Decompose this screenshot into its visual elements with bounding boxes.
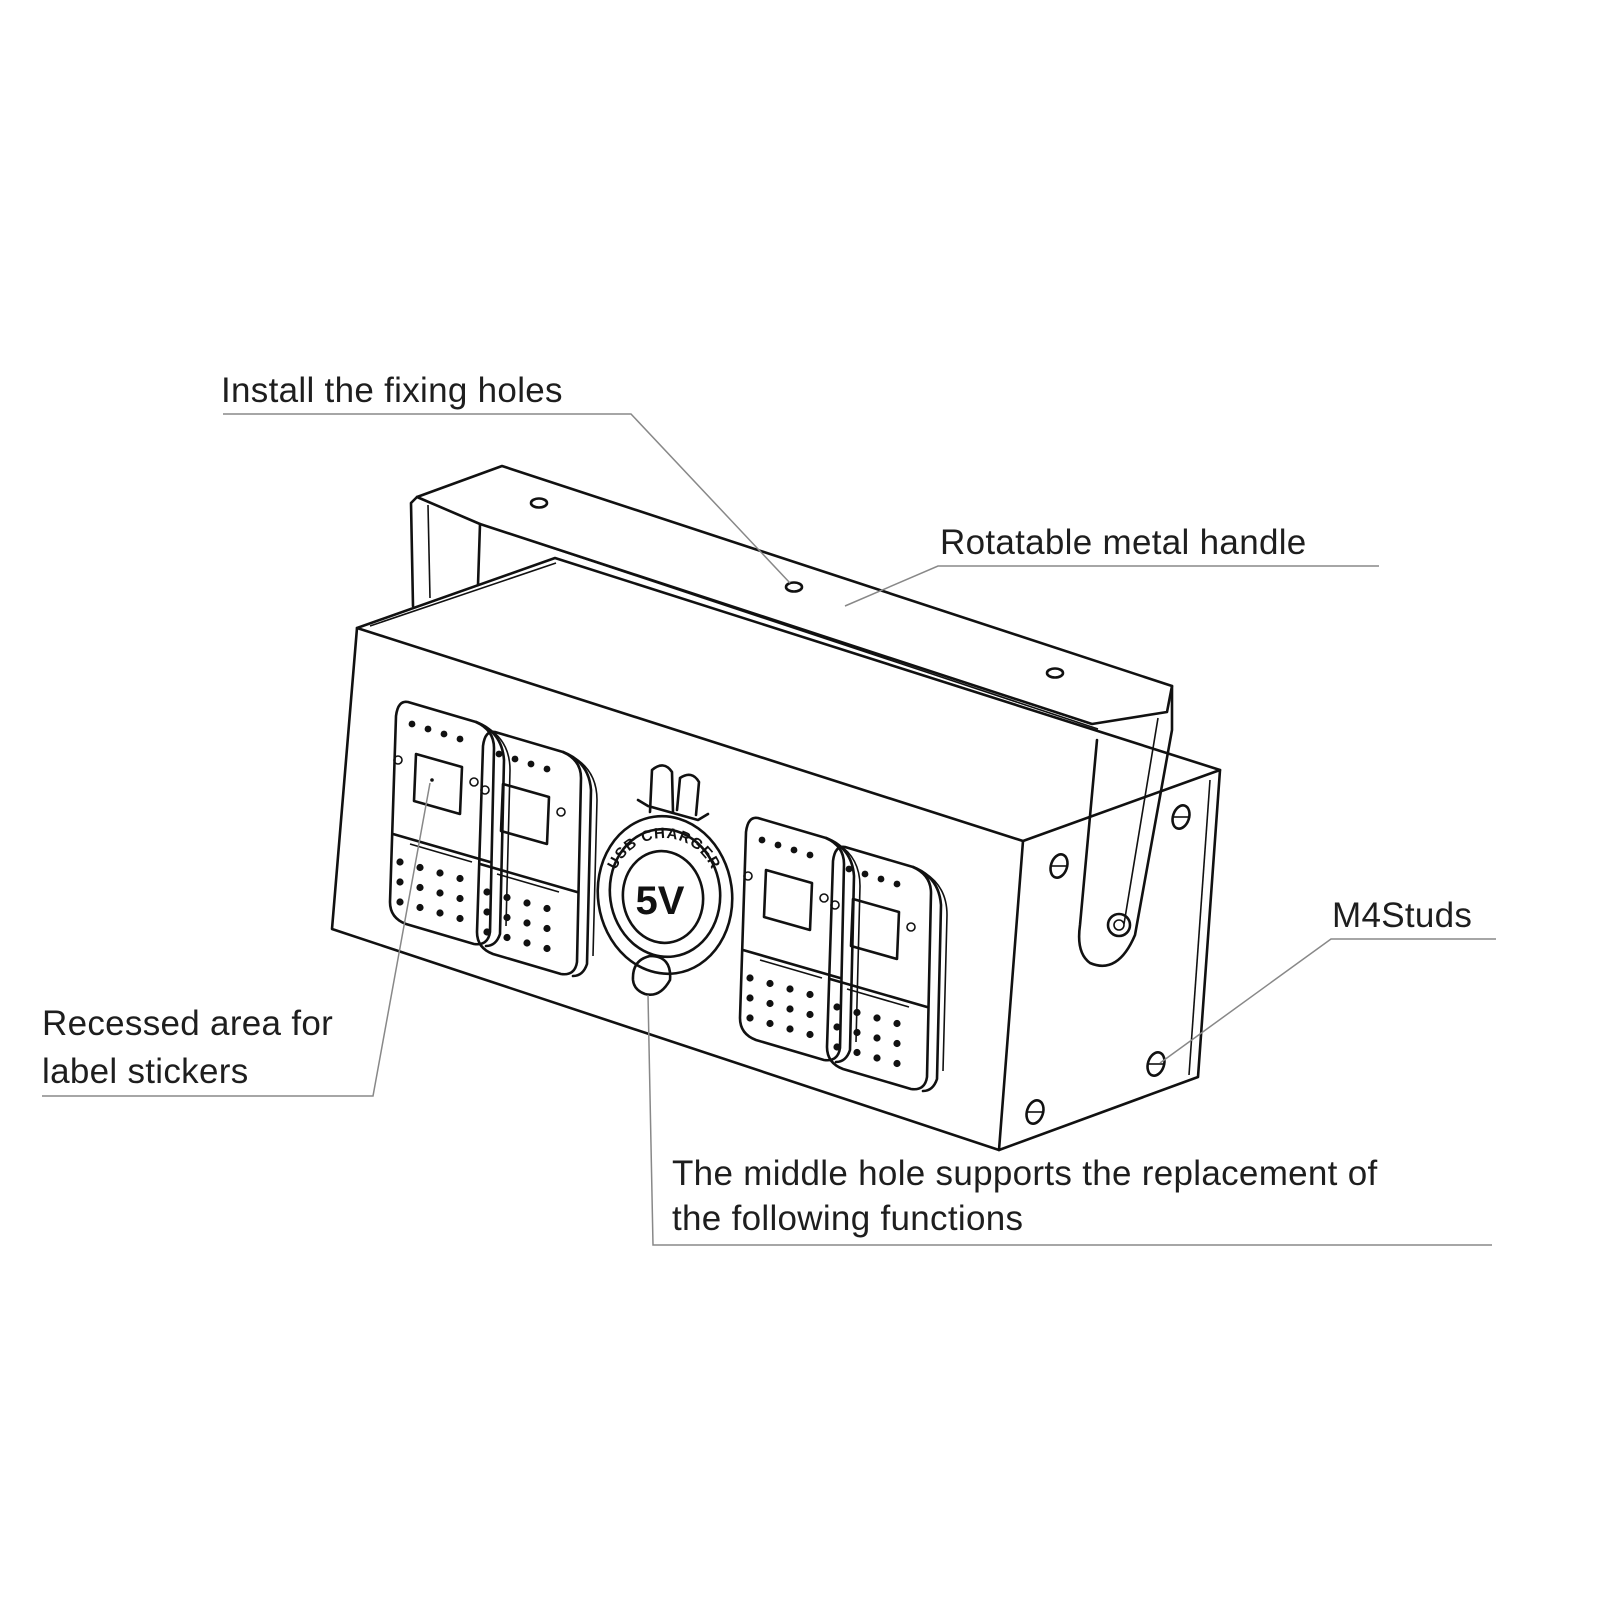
leader-lines [42, 413, 1496, 1246]
metal-handle [409, 464, 1174, 968]
charger-outer-ring [596, 814, 734, 976]
label-recessed-line2: label stickers [42, 1052, 249, 1091]
rocker-switch [475, 730, 598, 978]
box-top-face [355, 556, 1222, 843]
rocker-switch [388, 700, 511, 948]
charger-voltage: 5V [636, 879, 685, 923]
m4-stud [1025, 1099, 1045, 1125]
m4-stud [1146, 1051, 1166, 1077]
leader-handle [844, 565, 1379, 607]
label-m4-studs: M4Studs [1332, 896, 1473, 935]
leader-recessed [42, 782, 431, 1097]
handle-pivot [1106, 912, 1132, 938]
label-sticker-recess [762, 868, 814, 932]
fixing-hole-left [529, 497, 549, 509]
label-sticker-recess [499, 782, 551, 846]
leader-studs [1159, 938, 1496, 1064]
label-fixing-holes: Install the fixing holes [221, 371, 563, 410]
fixing-hole-right [1045, 667, 1065, 679]
switch-box [330, 556, 1222, 1152]
charger-hinge [648, 764, 675, 814]
leader-fixing-holes [223, 413, 791, 584]
m4-studs [1025, 804, 1191, 1125]
label-middle-line1: The middle hole supports the replacement… [672, 1154, 1378, 1193]
rocker-switch [738, 816, 861, 1064]
charger-inner-disc [621, 849, 705, 945]
handle-left-arm [409, 495, 419, 608]
m4-stud [1171, 804, 1191, 830]
handle-right-arm [1077, 684, 1174, 968]
label-sticker-recess [849, 897, 901, 961]
box-right-face [997, 768, 1222, 1152]
usb-charger-socket: USB CHARGER 5V [596, 764, 734, 996]
rocker-switch [825, 845, 948, 1093]
label-middle-line2: the following functions [672, 1199, 1024, 1238]
m4-stud [1049, 853, 1069, 879]
rocker-switches [388, 700, 948, 1093]
charger-cap-tab [631, 954, 672, 996]
leader-middle-hole [647, 994, 1492, 1246]
label-recessed-line1: Recessed area for [42, 1004, 334, 1043]
fixing-hole-center [784, 581, 804, 593]
label-rotatable-handle: Rotatable metal handle [940, 523, 1307, 562]
label-sticker-recess [412, 752, 464, 816]
